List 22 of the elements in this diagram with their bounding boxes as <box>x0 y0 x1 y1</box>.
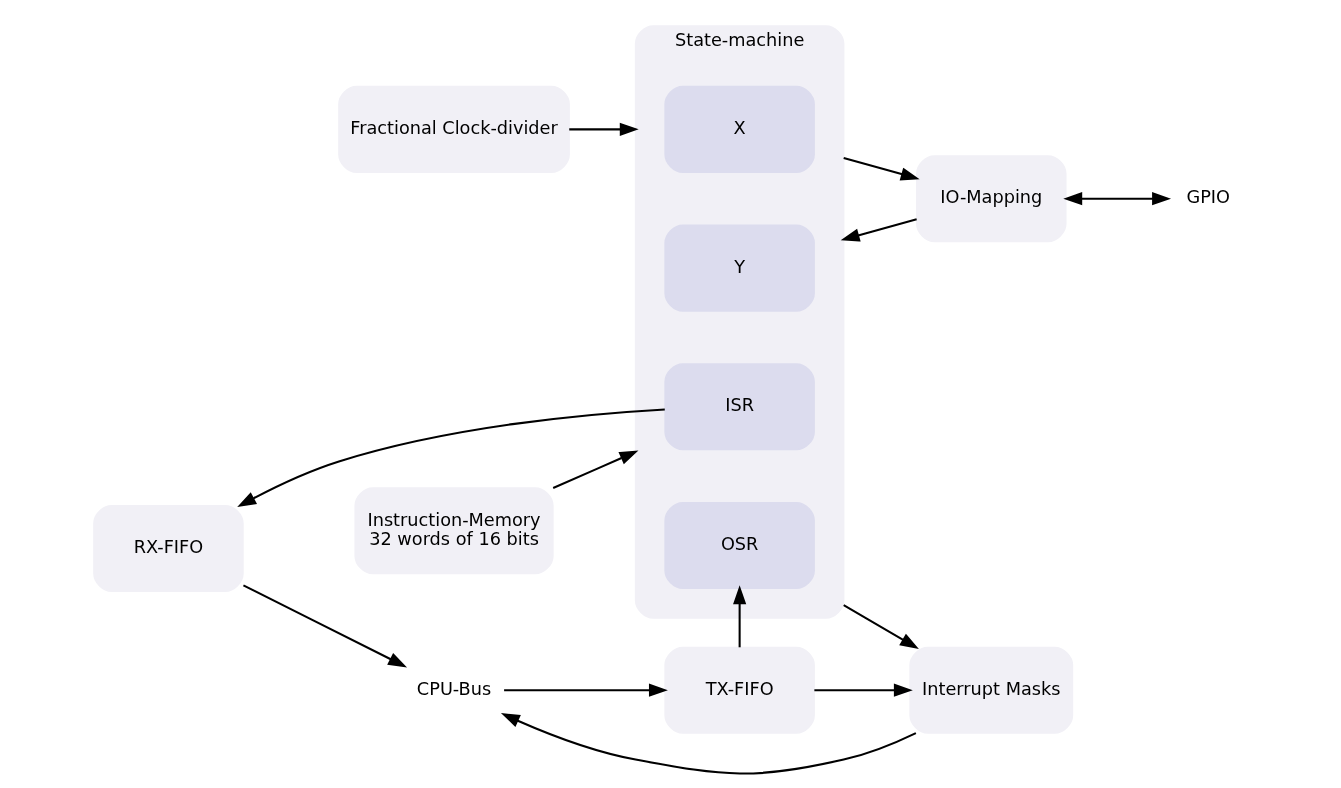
arrow <box>500 713 916 775</box>
arrow <box>503 683 668 697</box>
node-box: RX-FIFO <box>92 505 244 593</box>
arrow <box>552 450 638 489</box>
arrow <box>1062 192 1171 206</box>
arrow <box>242 584 407 668</box>
arrow <box>236 408 665 508</box>
node-box: Interrupt Masks <box>908 646 1073 734</box>
arrow <box>842 156 920 181</box>
arrow <box>842 604 919 649</box>
node-box: OSR <box>663 502 815 590</box>
arrow <box>568 122 639 136</box>
node-box: TX-FIFO <box>663 646 815 734</box>
arrow <box>732 585 746 648</box>
node-box: Fractional Clock-divider <box>337 85 570 173</box>
node-text: GPIO <box>1185 187 1230 208</box>
node-box: IO-Mapping <box>915 155 1067 243</box>
node-box: ISR <box>663 363 815 451</box>
arrow <box>840 218 917 242</box>
node-text: CPU-Bus <box>416 678 491 699</box>
arrow <box>813 683 913 697</box>
node-box: Instruction-Memory 32 words of 16 bits <box>353 487 554 575</box>
